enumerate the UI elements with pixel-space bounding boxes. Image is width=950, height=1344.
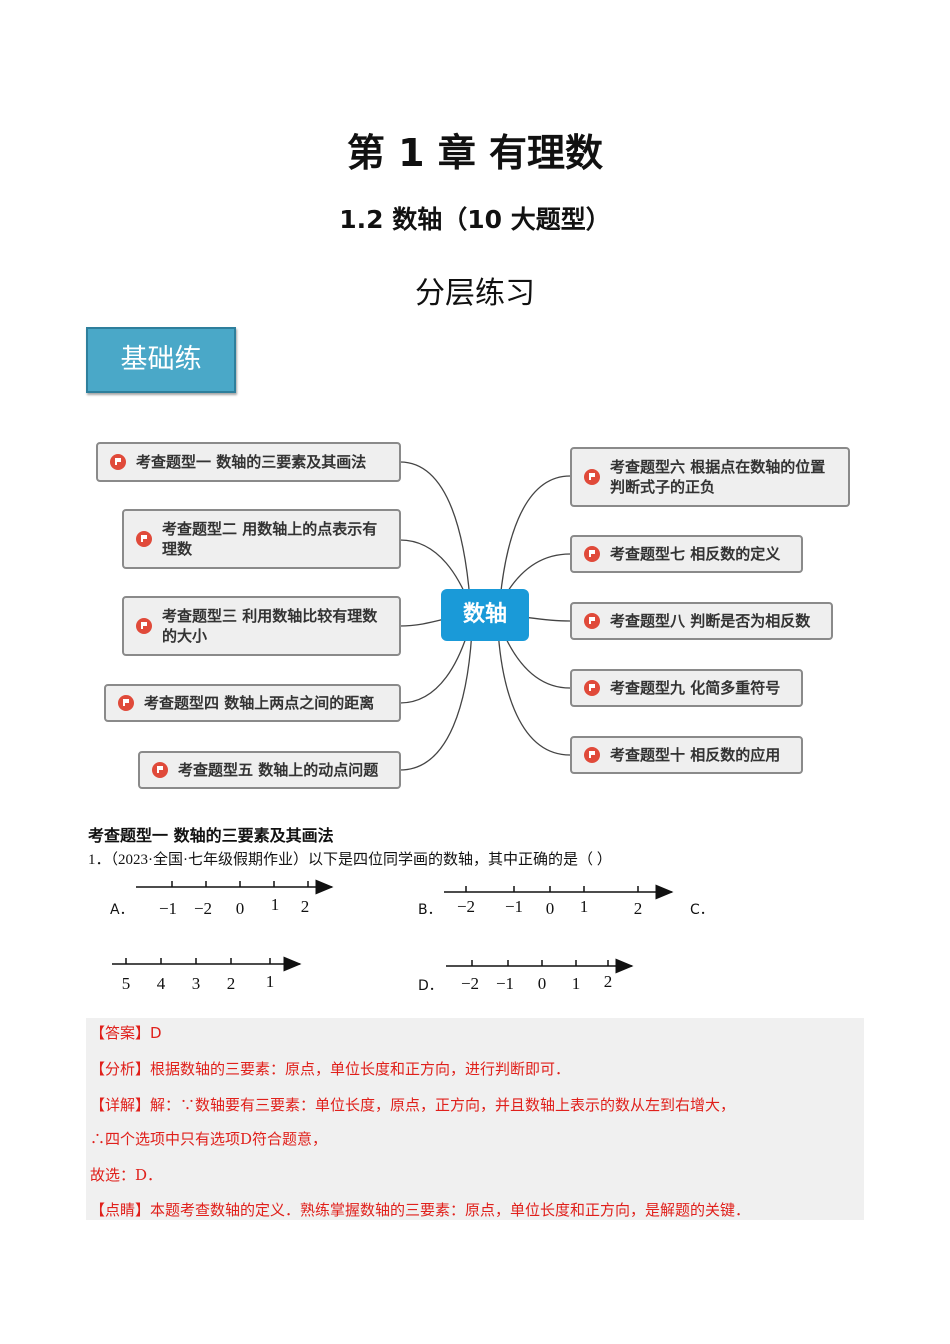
tick-label: 1 xyxy=(580,897,589,916)
tick-label: −2 xyxy=(461,974,479,993)
detail-line-3: 故选：D． xyxy=(90,1166,163,1184)
analysis-text: 根据数轴的三要素：原点，单位长度和正方向，进行判断即可． xyxy=(150,1060,571,1078)
answer-tag: 【答案】 xyxy=(90,1024,151,1042)
tick-label: 1 xyxy=(572,974,581,993)
number-line-b xyxy=(444,884,674,900)
tick-label: 2 xyxy=(634,899,643,918)
analysis-line: 【分析】根据数轴的三要素：原点，单位长度和正方向，进行判断即可． xyxy=(90,1058,570,1079)
flag-icon xyxy=(110,454,126,470)
tick-label: 1 xyxy=(271,895,280,914)
flag-icon xyxy=(584,747,600,763)
flag-icon xyxy=(584,613,600,629)
mindmap-item-type6: 考查题型六 根据点在数轴的位置判断式子的正负 xyxy=(570,447,850,507)
tick-label: 0 xyxy=(538,974,547,993)
flag-icon xyxy=(584,469,600,485)
detail-line-2: ∴四个选项中只有选项D符合题意， xyxy=(90,1130,328,1148)
mindmap-item-label: 考查题型三 利用数轴比较有理数的大小 xyxy=(162,607,378,645)
tick-label: 1 xyxy=(266,972,275,991)
mindmap-item-label: 考查题型十 相反数的应用 xyxy=(610,746,781,764)
flag-icon xyxy=(584,680,600,696)
mindmap-center-node: 数轴 xyxy=(441,589,529,641)
detail-tag: 【详解】 xyxy=(90,1096,151,1114)
mindmap-item-type5: 考查题型五 数轴上的动点问题 xyxy=(138,751,401,789)
tick-label: −1 xyxy=(505,897,523,916)
comment-tag: 【点睛】 xyxy=(90,1201,151,1219)
tick-label: 0 xyxy=(546,899,555,918)
mindmap-item-label: 考查题型五 数轴上的动点问题 xyxy=(178,761,379,779)
comment-line: 【点睛】本题考查数轴的定义．熟练掌握数轴的三要素：原点，单位长度和正方向，是解题… xyxy=(90,1199,750,1220)
flag-icon xyxy=(118,695,134,711)
tick-label: −2 xyxy=(457,897,475,916)
mindmap-item-type9: 考查题型九 化简多重符号 xyxy=(570,669,803,707)
option-b-label: B． xyxy=(418,902,442,918)
flag-icon xyxy=(136,618,152,634)
question-text: 1．（2023·全国·七年级假期作业）以下是四位同学画的数轴，其中正确的是（ ） xyxy=(88,852,612,868)
mindmap-item-label: 考查题型六 根据点在数轴的位置判断式子的正负 xyxy=(610,458,826,496)
answer-value: D xyxy=(150,1024,162,1042)
answer-line: 【答案】D xyxy=(90,1022,162,1043)
tick-label: −2 xyxy=(194,899,212,918)
mindmap-item-type4: 考查题型四 数轴上两点之间的距离 xyxy=(104,684,401,722)
mindmap-item-type7: 考查题型七 相反数的定义 xyxy=(570,535,803,573)
tick-label: 2 xyxy=(301,897,310,916)
flag-icon xyxy=(584,546,600,562)
sub-title: 分层练习 xyxy=(415,276,535,311)
mindmap-item-type8: 考查题型八 判断是否为相反数 xyxy=(570,602,833,640)
mindmap-item-type1: 考查题型一 数轴的三要素及其画法 xyxy=(96,442,401,482)
section-title: 1.2 数轴（10 大题型） xyxy=(339,205,611,234)
option-c-label: C． xyxy=(690,902,714,918)
tick-label: 4 xyxy=(157,974,166,993)
mindmap-item-label: 考查题型一 数轴的三要素及其画法 xyxy=(136,453,367,471)
mindmap-item-label: 考查题型八 判断是否为相反数 xyxy=(610,612,811,630)
mindmap-item-label: 考查题型四 数轴上两点之间的距离 xyxy=(144,694,375,712)
mindmap-item-label: 考查题型九 化简多重符号 xyxy=(610,679,781,697)
mindmap-item-type2: 考查题型二 用数轴上的点表示有理数 xyxy=(122,509,401,569)
number-line-options: −1 −2 0 1 2 −2 −1 0 1 2 5 4 3 2 1 − xyxy=(112,879,674,993)
tick-label: 2 xyxy=(227,974,236,993)
section-heading: 考查题型一 数轴的三要素及其画法 xyxy=(88,826,334,845)
chapter-title: 第 1 章 有理数 xyxy=(346,131,604,175)
option-d-label: D． xyxy=(418,978,443,994)
analysis-tag: 【分析】 xyxy=(90,1060,151,1078)
number-line-a xyxy=(136,879,334,895)
flag-icon xyxy=(136,531,152,547)
detail-text: 解：∵数轴要有三要素：单位长度，原点，正方向，并且数轴上表示的数从左到右增大， xyxy=(150,1096,736,1114)
tick-label: −1 xyxy=(496,974,514,993)
tick-label: 2 xyxy=(604,972,613,991)
option-a-label: A． xyxy=(110,902,134,918)
level-tag: 基础练 xyxy=(86,327,236,393)
number-line-c xyxy=(112,956,302,972)
mindmap-item-label: 考查题型七 相反数的定义 xyxy=(610,545,781,563)
tick-label: 3 xyxy=(192,974,201,993)
tick-label: 5 xyxy=(122,974,131,993)
number-line-d xyxy=(446,958,634,974)
mindmap-item-type3: 考查题型三 利用数轴比较有理数的大小 xyxy=(122,596,401,656)
tick-label: −1 xyxy=(159,899,177,918)
mindmap-item-label: 考查题型二 用数轴上的点表示有理数 xyxy=(162,520,378,558)
tick-label: 0 xyxy=(236,899,245,918)
comment-text: 本题考查数轴的定义．熟练掌握数轴的三要素：原点，单位长度和正方向，是解题的关键． xyxy=(150,1201,751,1219)
flag-icon xyxy=(152,762,168,778)
mindmap-item-type10: 考查题型十 相反数的应用 xyxy=(570,736,803,774)
answer-panel xyxy=(86,1018,864,1220)
detail-line: 【详解】解：∵数轴要有三要素：单位长度，原点，正方向，并且数轴上表示的数从左到右… xyxy=(90,1094,735,1115)
